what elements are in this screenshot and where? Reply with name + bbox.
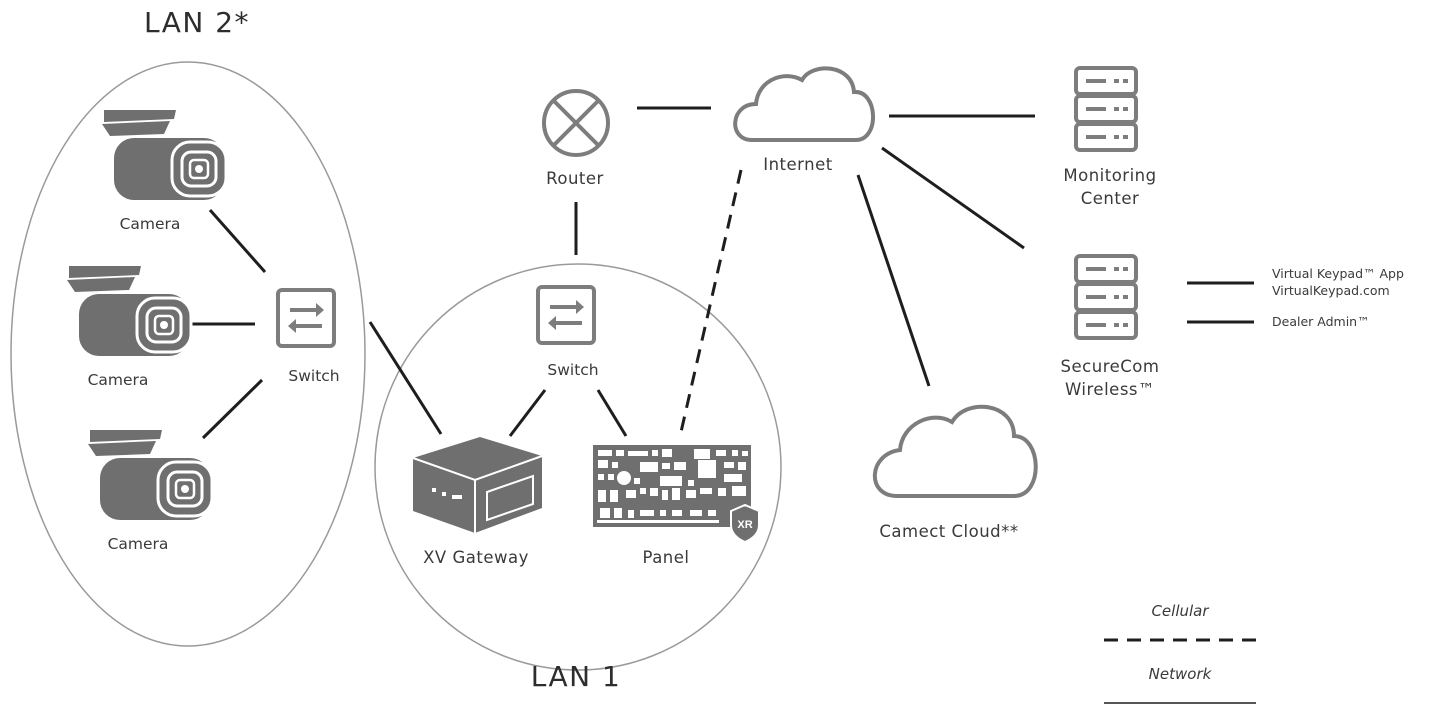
link-lan1switch-panel [596,389,628,437]
camera-label-3: Camera [107,535,169,553]
xv-gateway-label: XV Gateway [423,548,529,567]
lan2-title: LAN 2* [143,6,251,39]
lan2-switch-icon [276,288,336,348]
panel-icon [593,445,751,527]
link-lan1switch-gateway [508,389,547,437]
internet-label: Internet [763,155,833,174]
link-lan2switch-gateway [368,321,443,435]
monitoring-server-icon [1074,66,1138,152]
link-camera3-switch [201,378,264,440]
lan1-boundary [374,263,782,671]
lan1-switch-icon [536,285,596,345]
lan2-boundary [10,61,366,647]
camera-label-2: Camera [87,371,149,389]
link-panel-internet-cellular [679,169,743,433]
lan1-title: LAN 1 [530,660,622,693]
virtual-keypad-com-label: VirtualKeypad.com [1272,283,1390,298]
link-internet-securecom [881,146,1025,250]
securecom-server-icon [1074,254,1138,340]
router-icon [542,89,610,157]
link-camera1-switch [208,209,267,273]
legend-network-label: Network [1148,665,1212,683]
panel-label: Panel [642,548,690,567]
xv-gateway-icon [412,437,543,533]
camect-cloud-label: Camect Cloud** [879,522,1019,541]
camect-cloud-icon [872,404,1038,498]
camera-icon-2 [65,264,193,358]
lan2-switch-label: Switch [288,367,340,385]
monitoring-label-line1: Monitoring [1063,166,1157,185]
securecom-label-line2: Wireless™ [1064,380,1156,399]
xr-badge-text: XR [737,519,752,531]
monitoring-label-line2: Center [1080,189,1140,208]
legend-cellular-label: Cellular [1151,602,1209,620]
xr-badge-icon: XR [730,503,760,544]
router-label: Router [546,169,604,188]
camera-label-1: Camera [119,215,181,233]
securecom-label-line1: SecureCom [1060,357,1160,376]
camera-icon-3 [86,428,214,522]
camera-icon-1 [100,108,228,202]
lan1-switch-label: Switch [547,361,599,379]
virtual-keypad-app-label: Virtual Keypad™ App [1272,266,1404,281]
link-internet-camect [856,174,931,387]
dealer-admin-label: Dealer Admin™ [1272,314,1370,329]
internet-cloud-icon [733,66,875,142]
